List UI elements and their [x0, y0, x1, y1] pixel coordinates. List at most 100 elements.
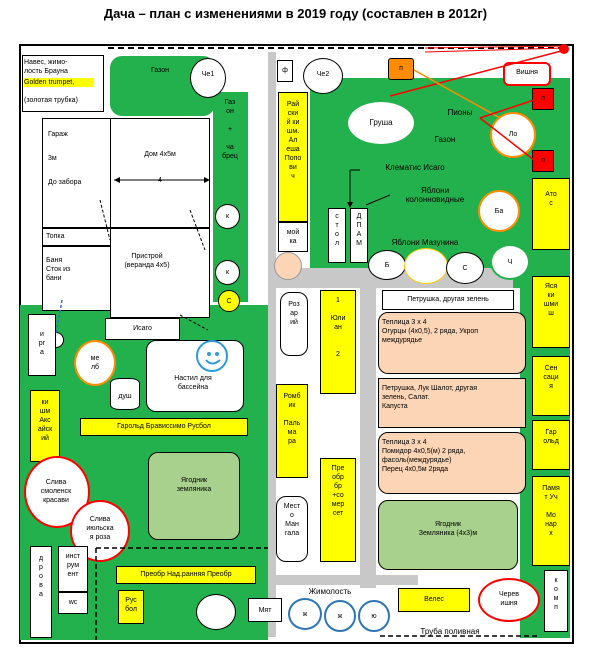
rayskiy-column — [278, 92, 308, 222]
sliva1-label: Слива смоленск красави — [40, 479, 72, 504]
yu-label: ю — [371, 613, 377, 620]
yulian-column — [320, 290, 356, 394]
nastil-label: Настил для бассейна — [174, 375, 212, 391]
topka-label: Топка — [46, 233, 65, 240]
yagodnik2 — [378, 500, 518, 570]
vishnya-box — [503, 62, 551, 86]
cheremsha-label: Черев ишня — [498, 591, 520, 607]
vishnya-label: Вишня — [516, 69, 538, 76]
stol — [328, 208, 346, 263]
p-red2-label: п — [541, 157, 545, 164]
garage — [42, 118, 112, 228]
k2-bush — [215, 260, 240, 285]
rusbol-box — [118, 590, 144, 624]
senseisya-box — [532, 356, 570, 416]
che1-label: Че1 — [201, 71, 215, 78]
preobr-column-label: Пре обр бр +со мер сет — [331, 465, 345, 517]
round-bush — [196, 594, 236, 630]
house-label: Дом 4х5м — [144, 151, 176, 158]
wc-label: wc — [68, 599, 78, 606]
melb-label: ме лб — [90, 355, 100, 371]
teplitsa2-label: Теплица 3 х 4 Помидор 4х0,5(м) 2 ряда, ф… — [382, 439, 466, 473]
garold-row-label: Гарольд Брависсимо Русбол — [117, 423, 211, 430]
dush-barrel — [110, 378, 140, 410]
path-bottom — [268, 575, 418, 585]
s-tree — [446, 252, 484, 284]
gazon-col-label: Газ он + ча брец — [222, 99, 238, 160]
che2-label: Че2 — [316, 71, 330, 78]
zh2-bush — [324, 600, 356, 632]
p-red1-box — [532, 88, 554, 110]
do-zabora-label: До забора — [48, 179, 82, 186]
instrument-label: инст рум ент — [65, 553, 81, 578]
dush-label: душ — [118, 393, 132, 400]
petrushka2-bed — [378, 378, 526, 428]
b-tree — [368, 250, 406, 280]
s-label: С — [462, 265, 468, 272]
yagodnik1 — [148, 452, 240, 540]
dpam-label: Д П А М — [356, 213, 362, 247]
c-small-label: С — [226, 298, 232, 305]
zh1-label: ж — [302, 611, 308, 618]
preobr-column — [320, 458, 356, 562]
rozariy — [280, 292, 308, 356]
pristroy — [110, 228, 210, 318]
grusha-label: Груша — [369, 118, 393, 127]
pamyat-box — [532, 476, 570, 566]
drova-label: д р о в а — [38, 555, 44, 598]
path-vertical-center — [360, 288, 376, 588]
irga-box — [28, 314, 56, 376]
che2-tree — [303, 58, 343, 94]
garage-3m-label: 3м — [48, 155, 57, 162]
kishmish-box — [30, 390, 60, 462]
moyka-label: мой ка — [286, 229, 300, 245]
lo-label: Ло — [508, 131, 518, 138]
atos-box — [532, 178, 570, 250]
truba-label: Труба поливная — [420, 627, 480, 636]
yu-bush — [358, 600, 390, 632]
irga-label: и рг а — [38, 331, 46, 356]
pristroy-label: Пристрой (веранда 4х5) — [124, 253, 170, 269]
mesto-mangala — [276, 496, 308, 562]
path-vertical-left — [268, 52, 276, 637]
banya-label: Баня Сток из бани — [46, 257, 71, 282]
senseisya-label: Сен саци я — [543, 365, 559, 390]
smiley-icon — [196, 340, 228, 372]
yulian-label: 1 Юли ан 2 — [330, 297, 346, 358]
petrushka1-bed — [382, 290, 514, 310]
klematis-label: Клематис Исаго — [385, 163, 445, 172]
veles-box — [398, 588, 470, 612]
yasya-label: Яся ки шми ш — [543, 283, 559, 317]
teplitsa1-label: Теплица 3 х 4 Огурцы (4х0,5), 2 ряда, Ук… — [382, 319, 479, 344]
naves-label: Навес, жимо- лость Брауна — [24, 59, 68, 75]
kishmish-label: ки шм Акс айск ий — [37, 399, 53, 442]
teplitsa2 — [378, 432, 526, 494]
preobr-row — [116, 566, 256, 584]
page-title: Дача – план с изменениями в 2019 году (с… — [103, 6, 488, 21]
zolotaya-label: (золотая трубка) — [24, 97, 78, 104]
garold-col-box — [532, 420, 570, 470]
ch-label: Ч — [507, 259, 513, 266]
k2-label: к — [225, 269, 230, 276]
melb-tree — [74, 340, 116, 386]
gazon2-label: Газон — [434, 135, 456, 144]
grusha-tree — [346, 100, 416, 146]
golden-trumpet-label: Golden trumpet, — [24, 78, 94, 87]
yagodnik2-label: Ягодник Земляника (4х3)м — [418, 521, 478, 537]
f-box — [277, 60, 293, 82]
rombik-label: Ромб ик Паль ма ра — [283, 393, 301, 445]
zh1-bush — [288, 598, 322, 630]
rozariy-label: Роз ар ий — [288, 301, 300, 326]
veles-label: Велес — [424, 596, 444, 603]
house — [110, 118, 210, 228]
myat-label: Мят — [258, 607, 272, 614]
p-red1-label: п — [541, 95, 545, 102]
k1-label: к — [225, 213, 230, 220]
f-label: ф — [282, 67, 288, 74]
gazon1-label: Газон — [150, 67, 170, 74]
garage-label: Гараж — [48, 131, 68, 138]
cheremsha-tree — [478, 578, 540, 622]
b-label: Б — [384, 262, 390, 269]
